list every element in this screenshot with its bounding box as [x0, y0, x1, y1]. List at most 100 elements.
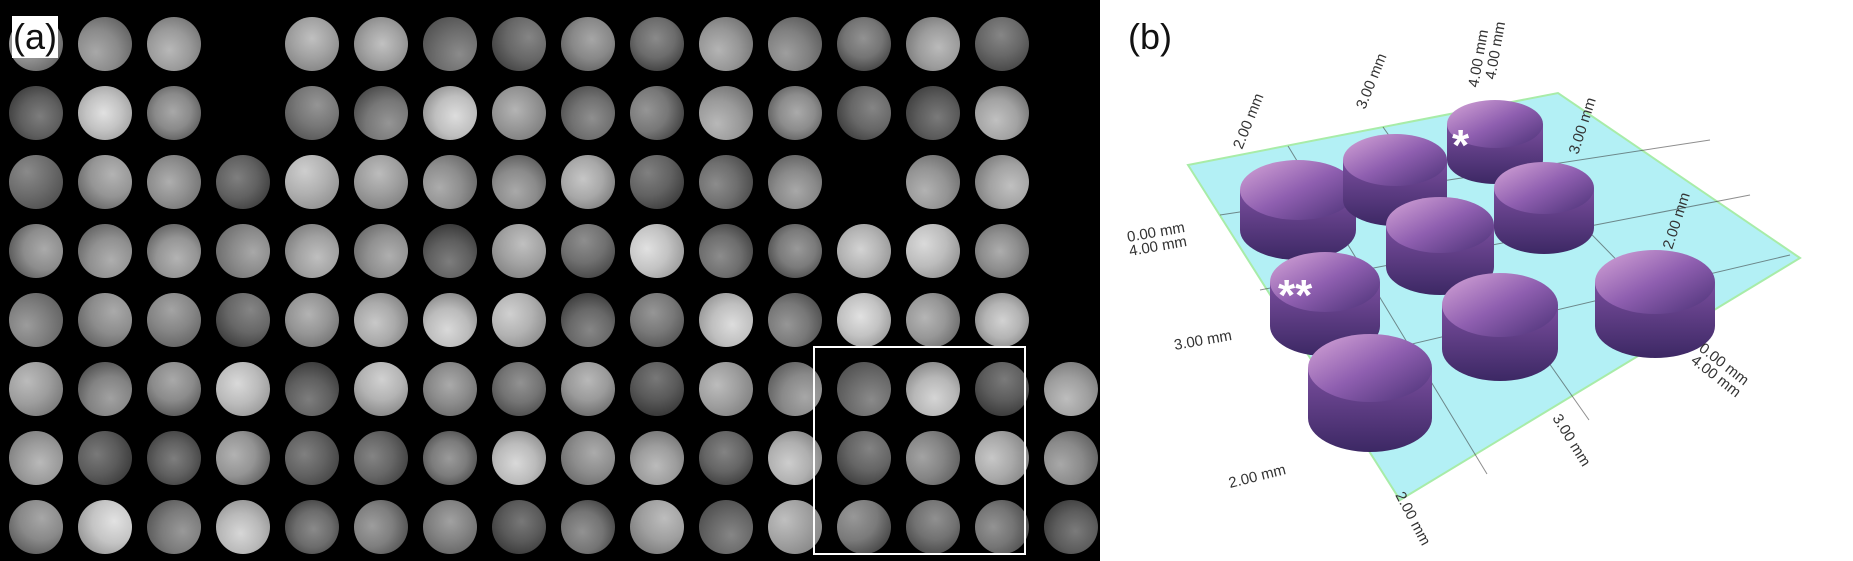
tissue-disc — [1442, 273, 1558, 381]
tissue-core — [906, 155, 960, 209]
axis-label-left-c: 3.00 mm — [1173, 327, 1233, 354]
tissue-core — [768, 86, 822, 140]
tissue-core — [699, 17, 753, 71]
tissue-core — [561, 362, 615, 416]
tissue-core — [492, 17, 546, 71]
marker-single: * — [1452, 121, 1470, 170]
tissue-core — [147, 293, 201, 347]
tissue-core — [630, 86, 684, 140]
tissue-disc-top — [1270, 252, 1380, 312]
tissue-core — [9, 86, 63, 140]
tissue-core — [9, 155, 63, 209]
tissue-core — [975, 293, 1029, 347]
tissue-core — [975, 362, 1029, 416]
tissue-core — [354, 500, 408, 554]
tissue-core — [78, 362, 132, 416]
tissue-core — [975, 155, 1029, 209]
tissue-core — [906, 17, 960, 71]
tissue-core — [837, 500, 891, 554]
tissue-core — [975, 431, 1029, 485]
tissue-core — [975, 17, 1029, 71]
tissue-core — [699, 224, 753, 278]
tissue-disc — [1595, 250, 1715, 358]
tissue-core — [975, 86, 1029, 140]
tissue-core — [906, 293, 960, 347]
tissue-core — [216, 500, 270, 554]
axis-label-top-left-a: 2.00 mm — [1230, 91, 1268, 151]
tissue-core — [561, 17, 615, 71]
tissue-disc-top — [1442, 273, 1558, 337]
tissue-core — [492, 86, 546, 140]
tissue-disc-top — [1343, 134, 1447, 186]
marker-double: ** — [1278, 271, 1313, 320]
tissue-core — [423, 224, 477, 278]
tissue-core — [354, 17, 408, 71]
tissue-core — [837, 17, 891, 71]
tissue-disc-top — [1308, 334, 1432, 402]
tissue-core — [630, 224, 684, 278]
axis-label-bottom-a: 2.00 mm — [1227, 461, 1288, 492]
tissue-core — [699, 362, 753, 416]
tissue-disc — [1386, 197, 1494, 295]
tissue-disc-top — [1494, 162, 1594, 214]
tissue-core — [492, 362, 546, 416]
axis-label-bottom-b: 3.00 mm — [1549, 411, 1594, 470]
tissue-core — [9, 500, 63, 554]
tissue-core — [906, 500, 960, 554]
tissue-core — [837, 224, 891, 278]
tissue-core — [216, 155, 270, 209]
tissue-core — [216, 431, 270, 485]
tissue-core — [492, 500, 546, 554]
tissue-core — [285, 431, 339, 485]
tissue-core — [561, 155, 615, 209]
tissue-core — [9, 293, 63, 347]
tissue-disc-top — [1447, 100, 1543, 148]
tissue-core — [906, 224, 960, 278]
tissue-core — [216, 224, 270, 278]
tissue-core — [768, 155, 822, 209]
tissue-core — [78, 224, 132, 278]
tissue-core — [354, 362, 408, 416]
tissue-core — [837, 293, 891, 347]
axis-label-top-left-b: 3.00 mm — [1353, 51, 1391, 111]
tissue-core — [561, 224, 615, 278]
tissue-core — [147, 17, 201, 71]
tissue-core — [630, 155, 684, 209]
tissue-core — [78, 293, 132, 347]
tissue-core — [492, 293, 546, 347]
tissue-core — [216, 293, 270, 347]
tissue-disc-top — [1240, 160, 1356, 220]
3d-reconstruction-panel: (b) * ** 2.00 mm — [1100, 0, 1853, 561]
tissue-core — [630, 431, 684, 485]
tissue-core — [285, 224, 339, 278]
tissue-core — [561, 431, 615, 485]
tissue-core — [837, 362, 891, 416]
tissue-core — [423, 17, 477, 71]
tissue-core — [1044, 431, 1098, 485]
tissue-core — [1044, 500, 1098, 554]
tissue-core — [561, 500, 615, 554]
tissue-core — [699, 293, 753, 347]
tissue-core — [216, 362, 270, 416]
tissue-core — [768, 224, 822, 278]
tissue-core — [699, 431, 753, 485]
tissue-core — [423, 293, 477, 347]
tissue-core — [492, 224, 546, 278]
tissue-disc — [1308, 334, 1432, 452]
tissue-core — [630, 362, 684, 416]
tissue-core — [561, 86, 615, 140]
tissue-core — [147, 86, 201, 140]
tissue-disc-top — [1386, 197, 1494, 253]
tissue-core — [423, 500, 477, 554]
tissue-core — [492, 155, 546, 209]
tissue-core — [699, 500, 753, 554]
tissue-core — [285, 86, 339, 140]
tissue-core — [147, 500, 201, 554]
tissue-core — [78, 431, 132, 485]
tissue-disc — [1494, 162, 1594, 254]
tissue-core — [561, 293, 615, 347]
tissue-core — [837, 431, 891, 485]
tissue-core — [9, 224, 63, 278]
tissue-core — [147, 224, 201, 278]
tissue-core — [78, 500, 132, 554]
